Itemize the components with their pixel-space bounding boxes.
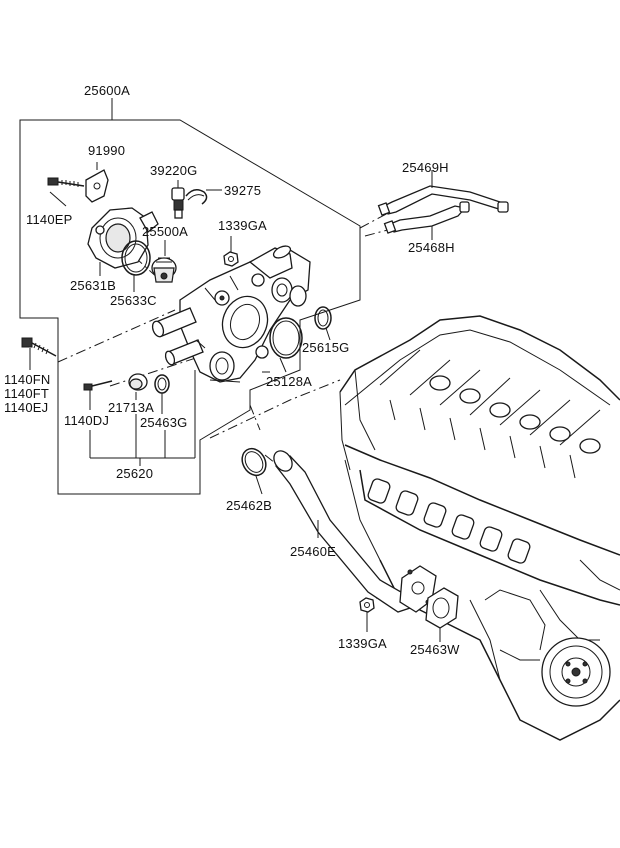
pipe-25460e <box>273 450 437 613</box>
label-25468h: 25468H <box>408 240 455 255</box>
oring-25463g <box>154 374 170 414</box>
label-25631b: 25631B <box>70 278 116 293</box>
pipe-25469h <box>377 170 509 216</box>
label-25600a: 25600A <box>84 83 130 98</box>
pipe-25468h <box>383 201 470 240</box>
gasket-25128a <box>269 317 303 373</box>
label-25500a: 25500A <box>142 224 188 239</box>
housing-sub-bracket <box>89 370 196 466</box>
oring-25615g <box>314 306 332 341</box>
label-1140ej: 1140EJ <box>4 400 48 415</box>
nut-top <box>223 236 239 267</box>
label-25462b: 25462B <box>226 498 272 513</box>
engine-block <box>339 315 620 741</box>
bolt-1140fn <box>21 337 57 370</box>
label-25460e: 25460E <box>290 544 336 559</box>
clip-39275 <box>185 189 222 205</box>
label-25633c: 25633C <box>110 293 157 308</box>
sensor-39220g <box>171 180 185 219</box>
bolt-1140dj <box>83 380 113 410</box>
bracket-91990 <box>85 162 109 203</box>
assembly-boundary <box>19 98 361 495</box>
label-25620: 25620 <box>116 466 153 481</box>
bolt-1140ep <box>47 177 85 187</box>
ring-25633c <box>121 240 151 276</box>
thermostat-cover <box>87 207 159 269</box>
thermostat-25500a <box>151 240 177 283</box>
label-25615g: 25615G <box>302 340 349 355</box>
label-39220g: 39220G <box>150 163 197 178</box>
plug-21713a <box>128 373 148 400</box>
label-25463w: 25463W <box>410 642 460 657</box>
label-1140dj: 1140DJ <box>64 413 109 428</box>
label-1140ft: 1140FT <box>4 386 49 401</box>
leader-lines <box>49 191 270 383</box>
gasket-25463w <box>425 587 459 642</box>
label-1140fn: 1140FN <box>4 372 50 387</box>
label-25469h: 25469H <box>402 160 449 175</box>
label-1339ga-top: 1339GA <box>218 218 267 233</box>
label-1339ga-bottom: 1339GA <box>338 636 387 651</box>
label-25128a: 25128A <box>266 374 312 389</box>
label-39275: 39275 <box>224 183 261 198</box>
label-25463g: 25463G <box>140 415 187 430</box>
nut-bottom <box>359 597 375 632</box>
label-1140ep: 1140EP <box>26 212 73 227</box>
gasket-25462b <box>241 447 267 495</box>
thermostat-housing <box>151 245 311 383</box>
label-91990: 91990 <box>88 143 125 158</box>
label-21713a: 21713A <box>108 400 154 415</box>
part-labels: 25600A 91990 1140EP 39220G 39275 25500A … <box>4 83 460 657</box>
